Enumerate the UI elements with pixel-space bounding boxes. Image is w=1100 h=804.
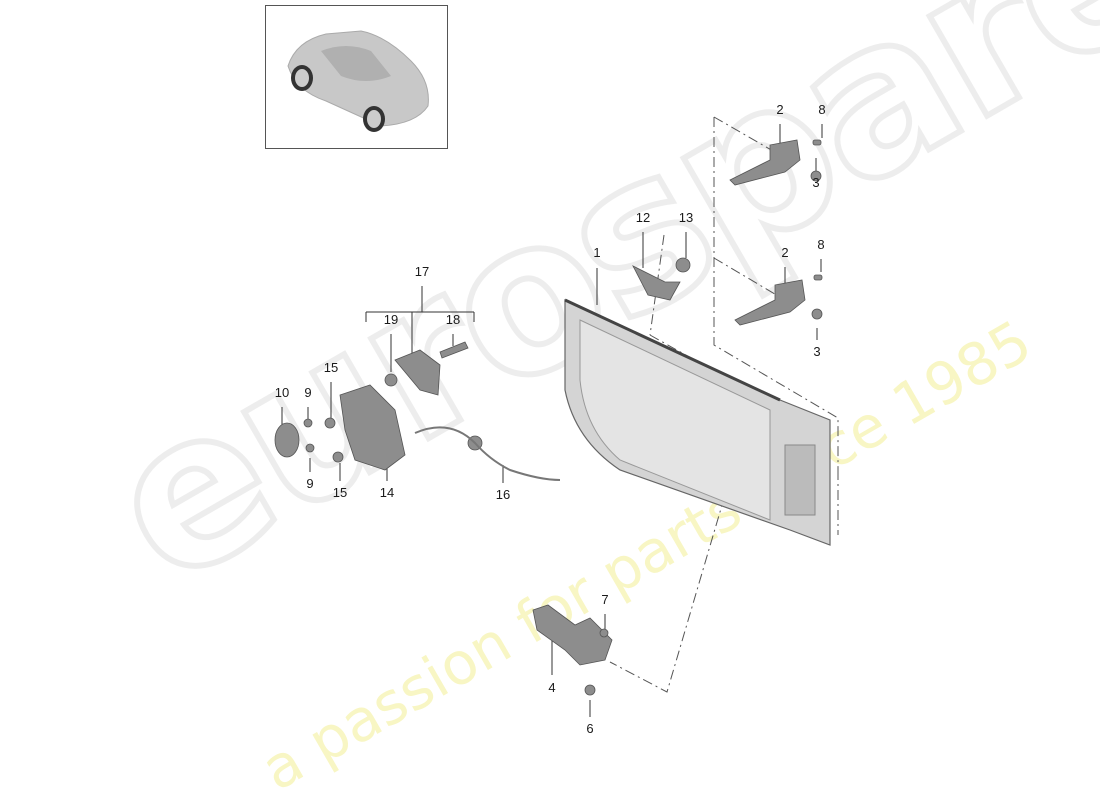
part-callout-1: 1 — [593, 245, 601, 260]
part-callout-15: 15 — [323, 360, 339, 375]
part-callout-13: 13 — [678, 210, 694, 225]
part-callout-2: 2 — [776, 102, 784, 117]
part-callout-7: 7 — [601, 592, 609, 607]
part-callout-3: 3 — [813, 344, 821, 359]
part-callout-12: 12 — [635, 210, 651, 225]
door-shell — [564, 298, 831, 546]
part-callout-14: 14 — [379, 485, 395, 500]
part-callout-6: 6 — [586, 721, 594, 736]
part-callout-9: 9 — [306, 476, 314, 491]
part-callout-3: 3 — [812, 175, 820, 190]
part-callout-9: 9 — [304, 385, 312, 400]
car-thumbnail — [265, 5, 448, 149]
part-callout-18: 18 — [445, 312, 461, 327]
part-callout-17: 17 — [414, 264, 430, 279]
part-callout-16: 16 — [495, 487, 511, 502]
part-callout-4: 4 — [548, 680, 556, 695]
part-callout-10: 10 — [274, 385, 290, 400]
part-callout-15: 15 — [332, 485, 348, 500]
part-callout-19: 19 — [383, 312, 399, 327]
part-callout-8: 8 — [817, 237, 825, 252]
part-callout-8: 8 — [818, 102, 826, 117]
car-overview-icon — [287, 30, 429, 132]
part-callout-2: 2 — [781, 245, 789, 260]
